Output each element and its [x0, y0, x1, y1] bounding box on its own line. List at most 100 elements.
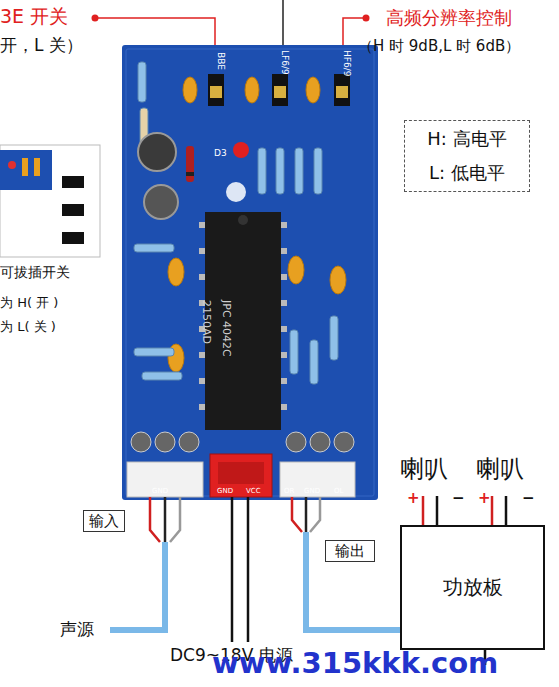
pcb-part: [218, 462, 264, 484]
pcb-part: [199, 222, 205, 228]
jumper-header: [208, 74, 350, 106]
pcb-part: [491, 496, 494, 525]
pcb-part: [281, 274, 287, 280]
silkscreen-label: BBE: [216, 52, 226, 70]
pcb-part: [62, 176, 84, 188]
note-text: 为 H( 开 ): [0, 296, 58, 311]
pcb-part: [231, 497, 234, 642]
tag-box: 输出: [325, 540, 375, 562]
pcb-part: [281, 352, 287, 358]
callout-text: 开，L 关）: [0, 36, 83, 56]
pcb-part: [436, 496, 439, 525]
speaker-label: 喇叭: [400, 456, 448, 484]
pcb-part: [8, 161, 16, 169]
pcb-part: [505, 496, 508, 525]
callout-text: 高频分辨率控制: [386, 8, 512, 29]
pcb-part: [226, 182, 246, 202]
pcb-part: [150, 497, 160, 542]
node-text: 功放板: [443, 574, 503, 601]
note-text: 可拔插开关: [0, 264, 70, 280]
node-text: 输出: [335, 542, 365, 561]
pcb-part: [281, 300, 287, 306]
pin-name: VCC: [246, 487, 261, 495]
inset-photo: [0, 145, 100, 257]
pcb-part: [245, 77, 259, 103]
pcb-part: [131, 432, 151, 452]
pcb-part: [199, 352, 205, 358]
pcb-part: [138, 133, 176, 171]
pcb-part: [186, 146, 194, 182]
pcb-part: [422, 496, 425, 525]
silkscreen-label: HF6/9: [342, 50, 352, 76]
watermark: www.315kkk.com: [212, 647, 498, 680]
pcb-part: [310, 340, 318, 384]
node-text: 输入: [89, 512, 119, 531]
pcb-part: [186, 172, 194, 176]
pcb-part: [208, 74, 224, 106]
pcb-part: [238, 215, 248, 225]
silkscreen-label: LF6/9: [280, 50, 290, 75]
pcb-part: [155, 432, 175, 452]
pcb-part: [164, 497, 167, 542]
pcb-part: [247, 497, 250, 642]
amplifier-box: 功放板: [400, 525, 545, 650]
pcb-part: [306, 77, 320, 103]
pcb-part: [276, 148, 284, 194]
pcb-part: [310, 432, 330, 452]
pcb-part: [34, 158, 40, 176]
chip-marking: JPC 4042C: [219, 300, 232, 357]
pcb-part: [288, 256, 304, 284]
pcb-part: [310, 497, 320, 532]
pin-name: GND: [304, 487, 320, 495]
pcb-part: [0, 145, 100, 257]
pcb-part: [22, 158, 28, 176]
pcb-part: [330, 266, 346, 294]
note-text: 为 L( 关 ): [0, 320, 56, 335]
pcb-part: [274, 86, 286, 98]
pcb-part: [336, 86, 348, 98]
pcb-part: [199, 404, 205, 410]
pcb-part: [170, 497, 180, 542]
pcb-part: [110, 542, 165, 630]
pcb-part: [199, 222, 287, 410]
polarity-mark: −: [522, 490, 535, 507]
silkscreen-label: D3: [214, 148, 227, 158]
pcb-part: [292, 497, 302, 532]
legend-box: H: 高电平L: 低电平: [404, 120, 530, 192]
pcb-part: [134, 348, 174, 356]
pin-name: OL: [334, 487, 343, 495]
pcb-part: [314, 148, 322, 194]
pcb-part: [290, 330, 298, 374]
pcb-part: [199, 274, 205, 280]
pin-name: GND: [152, 487, 168, 495]
chip-marking: 2150AD: [199, 300, 212, 344]
connector: [127, 454, 355, 497]
pcb-part: [62, 232, 84, 244]
pcb-part: [334, 432, 354, 452]
pcb-part: [122, 45, 378, 500]
pcb-part: [280, 462, 355, 497]
electrolytic-capacitor: [131, 133, 354, 452]
pcb-part: [281, 378, 287, 384]
pcb-part: [144, 185, 178, 219]
pcb-board: [122, 45, 378, 500]
pcb-part: [62, 204, 84, 216]
polarity-mark: +: [407, 490, 420, 507]
pcb-part: [127, 462, 203, 497]
pcb-part: [134, 244, 174, 252]
pcb-part: [258, 148, 266, 194]
pcb-part: [199, 378, 205, 384]
pcb-part: [179, 432, 199, 452]
pcb-part: [334, 74, 350, 106]
speaker-label: 喇叭: [476, 456, 524, 484]
pcb-part: [205, 212, 281, 430]
pcb-part: [305, 497, 308, 532]
tag-box: 输入: [83, 510, 125, 532]
pcb-part: [233, 142, 249, 158]
pcb-part: [330, 316, 338, 360]
pcb-part: [199, 248, 205, 254]
pcb-part: [210, 454, 272, 497]
polarity-mark: +: [478, 490, 491, 507]
pcb-part: [142, 372, 182, 380]
